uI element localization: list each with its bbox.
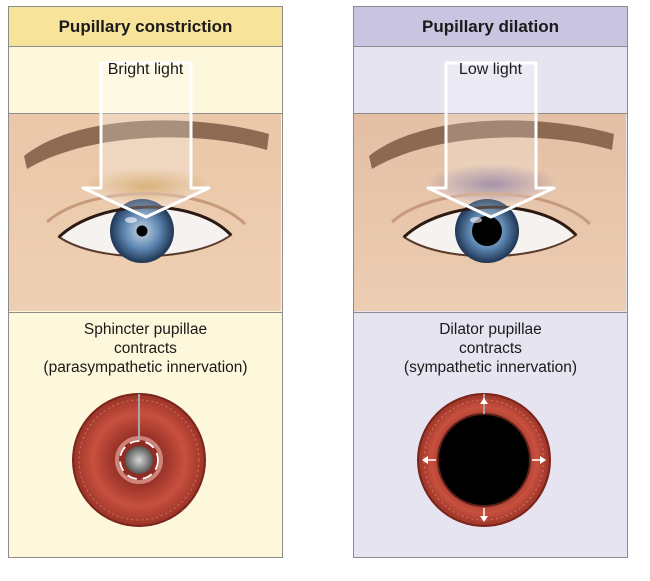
- innervation: (sympathetic innervation): [403, 359, 578, 376]
- light-arrow-icon: [426, 61, 556, 219]
- dilator-pupillae-icon: [417, 393, 551, 527]
- light-arrow-icon: [81, 61, 211, 219]
- muscle-name: Sphincter pupillae: [83, 321, 208, 338]
- constriction-title: Pupillary constriction: [9, 7, 282, 47]
- dilation-description: Dilator pupillae contracts (sympathetic …: [354, 320, 627, 377]
- constriction-description: Sphincter pupillae contracts (parasympat…: [9, 320, 282, 377]
- constriction-panel: Pupillary constriction Bright light: [8, 6, 283, 558]
- bright-light-label: Bright light: [107, 61, 184, 78]
- action: contracts: [114, 340, 177, 357]
- dilation-panel: Pupillary dilation Low light: [353, 6, 628, 558]
- dilation-title: Pupillary dilation: [354, 7, 627, 47]
- action: contracts: [459, 340, 522, 357]
- eye-constricted-illustration: [9, 113, 282, 313]
- sphincter-pupillae-icon: [72, 393, 206, 527]
- muscle-name: Dilator pupillae: [439, 321, 542, 338]
- eye-dilated-illustration: [354, 113, 627, 313]
- innervation: (parasympathetic innervation): [43, 359, 248, 376]
- low-light-label: Low light: [458, 61, 523, 78]
